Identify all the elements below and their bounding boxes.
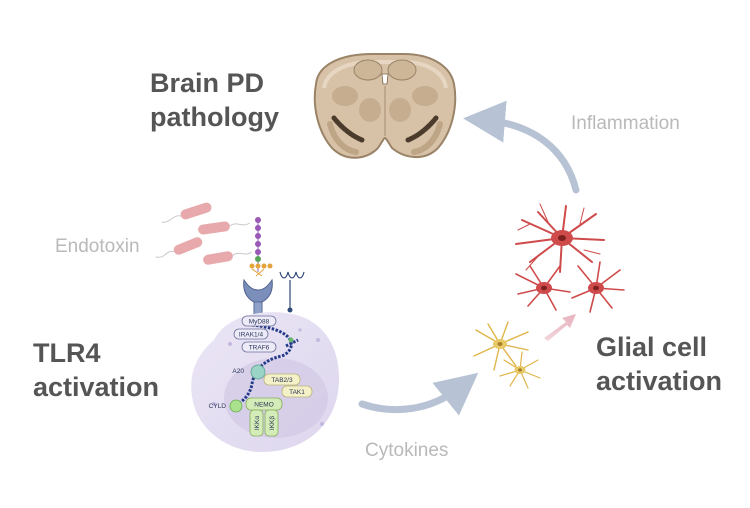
- brain-pd-pathology-title: Brain PD pathology: [150, 66, 279, 134]
- cytokines-label: Cytokines: [365, 440, 449, 461]
- myd88-label: MyD88: [249, 319, 270, 326]
- tlr4-title-line-2: activation: [33, 372, 160, 402]
- irak-protein: [233, 328, 269, 340]
- resting-astrocyte-icon: [473, 321, 541, 389]
- tak1-protein: [281, 385, 313, 398]
- nemo-label: NEMO: [254, 402, 274, 409]
- lps-chain-icon: [249, 217, 273, 277]
- traf6-label: TRAF6: [249, 345, 270, 352]
- glial-transition-arrow: [544, 314, 576, 341]
- tlr4-title-line-1: TLR4: [33, 338, 101, 368]
- ikkb-label: IKKβ: [269, 416, 276, 430]
- inflammation-arrow: [463, 100, 580, 194]
- signaling-complex: MyD88 IRAK1/4 TRAF6 A20 TAB2/3 TAK1 CYLD…: [209, 315, 313, 437]
- cyld-label: CYLD: [209, 403, 227, 410]
- endotoxin-label: Endotoxin: [55, 236, 140, 257]
- a20-label: A20: [232, 368, 244, 375]
- inflammation-label: Inflammation: [571, 113, 680, 134]
- myd88-protein: [241, 315, 277, 327]
- a20-protein: [250, 364, 266, 380]
- brain-title-line-1: Brain PD: [150, 68, 265, 98]
- ikka-label: IKKα: [254, 416, 261, 430]
- tak1-label: TAK1: [289, 389, 305, 396]
- irak-label: IRAK1/4: [239, 332, 264, 339]
- nemo-protein: [245, 397, 283, 411]
- tlr4-activation-title: TLR4 activation: [33, 336, 159, 404]
- brainstem-section-icon: [313, 53, 457, 159]
- traf6-protein: [241, 341, 277, 353]
- tab-protein: [263, 373, 301, 386]
- glial-title-line-2: activation: [596, 366, 723, 396]
- brain-title-line-2: pathology: [150, 102, 279, 132]
- tab-label: TAB2/3: [271, 377, 293, 384]
- glial-cell-activation-title: Glial cell activation: [596, 330, 722, 398]
- bacteria-group-icon: [155, 202, 252, 265]
- ikka-protein: [249, 409, 264, 437]
- cytokines-arrow: [358, 372, 479, 416]
- activated-astrocyte-icon: [515, 203, 625, 313]
- ikkb-protein: [264, 409, 279, 437]
- tlr4-receptor-icon: [243, 271, 305, 321]
- cyld-protein: [229, 399, 243, 413]
- glial-title-line-1: Glial cell: [596, 332, 708, 362]
